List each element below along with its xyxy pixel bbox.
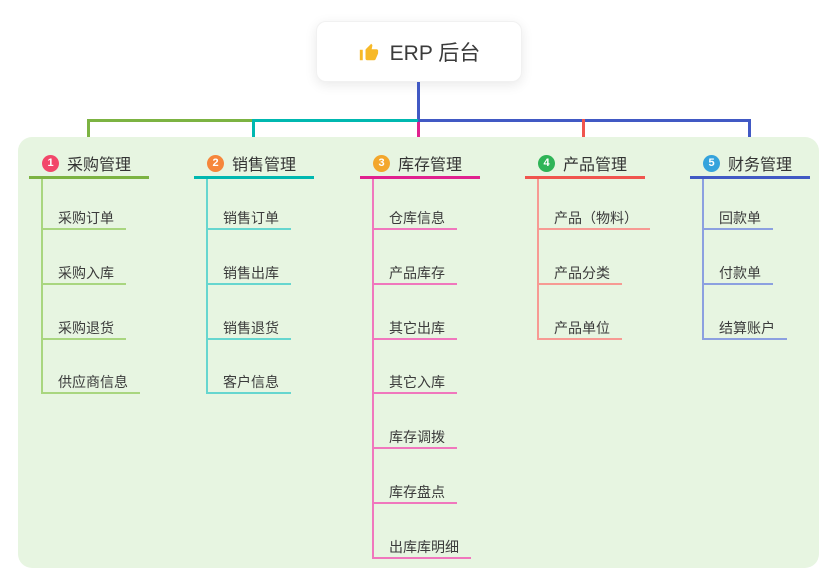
node-label: 客户信息 <box>223 374 279 390</box>
branch-vline <box>206 179 208 394</box>
node-label: 库存盘点 <box>389 484 445 500</box>
node-purchase-return[interactable]: 采购退货 <box>41 318 126 340</box>
node-label: 产品库存 <box>389 265 445 281</box>
node-stock-transfer[interactable]: 库存调拨 <box>372 427 457 449</box>
node-supplier-info[interactable]: 供应商信息 <box>41 372 140 394</box>
node-label: 销售退货 <box>223 320 279 336</box>
connector-drop-sales <box>252 119 255 147</box>
node-customer-info[interactable]: 客户信息 <box>206 372 291 394</box>
node-sales-outbound[interactable]: 销售出库 <box>206 263 291 285</box>
branch-vline <box>41 179 43 394</box>
node-other-outbound[interactable]: 其它出库 <box>372 318 457 340</box>
node-other-inbound[interactable]: 其它入库 <box>372 372 457 394</box>
branch-underline <box>360 176 480 179</box>
root-node[interactable]: ERP 后台 <box>316 21 522 82</box>
branch-badge-2: 2 <box>207 154 224 172</box>
branch-node-inventory[interactable]: 3 库存管理 <box>360 150 462 176</box>
node-label: 出库库明细 <box>389 539 459 555</box>
connector-root-stem <box>417 82 420 120</box>
node-settlement-account[interactable]: 结算账户 <box>702 318 787 340</box>
node-receipt-doc[interactable]: 回款单 <box>702 208 773 230</box>
node-payment-doc[interactable]: 付款单 <box>702 263 773 285</box>
node-label: 结算账户 <box>719 320 775 336</box>
node-warehouse-info[interactable]: 仓库信息 <box>372 208 457 230</box>
branch-underline <box>29 176 149 179</box>
root-node-label: ERP 后台 <box>389 41 481 65</box>
branch-underline <box>525 176 645 179</box>
branch-node-finance[interactable]: 5 财务管理 <box>690 150 792 176</box>
branch-vline <box>702 179 704 340</box>
branch-node-product[interactable]: 4 产品管理 <box>525 150 627 176</box>
node-product-category[interactable]: 产品分类 <box>537 263 622 285</box>
branch-panel <box>18 137 819 568</box>
node-product-material[interactable]: 产品（物料） <box>537 208 650 230</box>
node-label: 销售出库 <box>223 265 279 281</box>
node-label: 其它入库 <box>389 374 445 390</box>
branch-label: 库存管理 <box>398 157 463 174</box>
connector-drop-inventory <box>417 122 420 147</box>
branch-node-purchase[interactable]: 1 采购管理 <box>29 150 131 176</box>
connector-bus-teal <box>252 119 418 122</box>
node-label: 付款单 <box>719 265 761 281</box>
branch-label: 采购管理 <box>67 157 132 174</box>
branch-vline <box>372 179 374 559</box>
node-sales-order[interactable]: 销售订单 <box>206 208 291 230</box>
node-label: 仓库信息 <box>389 210 445 226</box>
connector-drop-product <box>582 119 585 147</box>
node-stock-count[interactable]: 库存盘点 <box>372 482 457 504</box>
branch-underline <box>690 176 810 179</box>
node-label: 其它出库 <box>389 320 445 336</box>
node-outbound-detail[interactable]: 出库库明细 <box>372 537 471 559</box>
node-label: 产品分类 <box>554 265 610 281</box>
node-label: 采购入库 <box>58 265 114 281</box>
node-label: 销售订单 <box>223 210 279 226</box>
node-purchase-inbound[interactable]: 采购入库 <box>41 263 126 285</box>
node-label: 供应商信息 <box>58 374 128 390</box>
branch-vline <box>537 179 539 340</box>
node-label: 回款单 <box>719 210 761 226</box>
connector-drop-finance <box>748 119 751 147</box>
node-label: 采购退货 <box>58 320 114 336</box>
branch-badge-4: 4 <box>538 154 555 172</box>
branch-node-sales[interactable]: 2 销售管理 <box>194 150 296 176</box>
node-product-unit[interactable]: 产品单位 <box>537 318 622 340</box>
connector-drop-purchase <box>87 119 90 147</box>
branch-badge-5: 5 <box>703 154 720 172</box>
node-label: 采购订单 <box>58 210 114 226</box>
node-product-stock[interactable]: 产品库存 <box>372 263 457 285</box>
node-label: 产品（物料） <box>554 210 638 226</box>
branch-badge-1: 1 <box>42 154 59 172</box>
node-label: 库存调拨 <box>389 429 445 445</box>
branch-label: 财务管理 <box>728 157 793 174</box>
branch-label: 销售管理 <box>232 157 297 174</box>
branch-underline <box>194 176 314 179</box>
node-sales-return[interactable]: 销售退货 <box>206 318 291 340</box>
node-label: 产品单位 <box>554 320 610 336</box>
connector-bus-green <box>87 119 252 122</box>
branch-badge-3: 3 <box>373 154 390 172</box>
thumbs-up-icon <box>358 41 380 63</box>
branch-label: 产品管理 <box>563 157 628 174</box>
node-purchase-order[interactable]: 采购订单 <box>41 208 126 230</box>
